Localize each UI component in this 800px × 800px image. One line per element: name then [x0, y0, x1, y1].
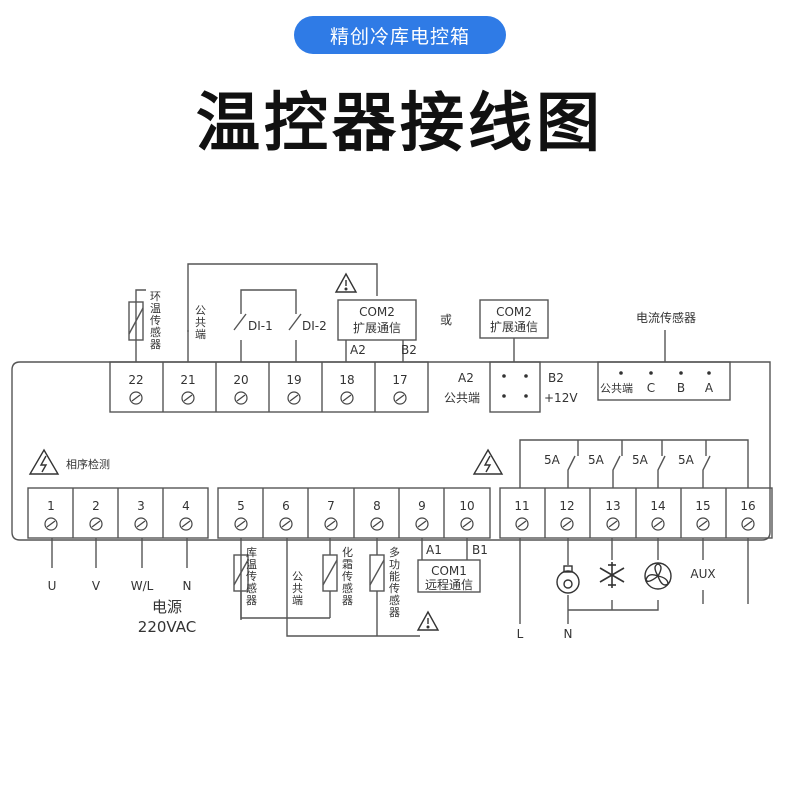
screw-terminal-icon — [651, 517, 665, 531]
com2-label-top: COM2 — [359, 305, 395, 319]
defrost-sensor-label: 化霜传感器 — [342, 545, 353, 607]
rs485-12v-label: +12V — [544, 391, 578, 405]
terminal-21: 21 — [180, 373, 195, 387]
power-v-label: V — [92, 579, 101, 593]
screw-terminal-icon — [179, 517, 193, 531]
screw-terminal-icon — [741, 517, 755, 531]
terminal-7: 7 — [327, 499, 335, 513]
current-sensor-port — [597, 361, 731, 401]
screw-terminal-icon — [560, 517, 574, 531]
terminal-13: 13 — [605, 499, 620, 513]
com1-box — [417, 559, 481, 593]
n-label: N — [564, 627, 573, 641]
room-sensor-label: 库温传感器 — [246, 546, 257, 607]
l-label: L — [517, 627, 524, 641]
screw-terminal-icon — [44, 517, 58, 531]
screw-terminal-icon — [129, 391, 143, 405]
screw-terminal-icon — [340, 391, 354, 405]
screw-terminal-icon — [279, 517, 293, 531]
screw-terminal-icon — [515, 517, 529, 531]
b2-label-top: B2 — [401, 343, 417, 357]
current-b-label: B — [677, 381, 685, 395]
or-label: 或 — [440, 313, 452, 327]
rs485-b2-label: B2 — [548, 371, 564, 385]
brand-badge: 精创冷库电控箱 — [294, 16, 506, 54]
terminal-18: 18 — [339, 373, 354, 387]
terminal-19: 19 — [286, 373, 301, 387]
screw-terminal-icon — [393, 391, 407, 405]
compressor-icon — [556, 565, 580, 594]
com1-desc: 远程通信 — [425, 577, 473, 592]
b1-label: B1 — [472, 543, 488, 557]
rs485-common-label: 公共端 — [444, 391, 480, 405]
terminal-14: 14 — [650, 499, 665, 513]
di1-label: DI-1 — [248, 319, 273, 333]
bottom-common-label: 公共端 — [292, 570, 303, 607]
terminal-5: 5 — [237, 499, 245, 513]
power-wl-label: W/L — [131, 579, 154, 593]
screw-terminal-icon — [324, 517, 338, 531]
com2-label-right: COM2 — [496, 305, 532, 319]
lightning-warning-icon — [28, 448, 504, 475]
com2-desc-right: 扩展通信 — [490, 320, 538, 334]
di2-label: DI-2 — [302, 319, 327, 333]
screw-terminal-icon — [415, 517, 429, 531]
terminal-16: 16 — [740, 499, 755, 513]
current-c-label: C — [647, 381, 655, 395]
terminal-20: 20 — [233, 373, 248, 387]
terminal-3: 3 — [137, 499, 145, 513]
phase-detect-label: 相序检测 — [66, 457, 110, 471]
screw-terminal-icon — [234, 517, 248, 531]
terminal-12: 12 — [559, 499, 574, 513]
terminal-1: 1 — [47, 499, 55, 513]
terminal-17: 17 — [392, 373, 407, 387]
terminal-15: 15 — [695, 499, 710, 513]
current-common-label: 公共端 — [600, 382, 633, 395]
terminal-2: 2 — [92, 499, 100, 513]
screw-terminal-icon — [370, 517, 384, 531]
screw-terminal-icon — [460, 517, 474, 531]
a2-label-top: A2 — [350, 343, 366, 357]
screw-terminal-icon — [89, 517, 103, 531]
current-sensor-title: 电流传感器 — [636, 310, 696, 325]
terminal-9: 9 — [418, 499, 426, 513]
warning-icon — [334, 272, 440, 631]
com1-label: COM1 — [431, 564, 467, 578]
a1-label: A1 — [426, 543, 442, 557]
power-u-label: U — [48, 579, 57, 593]
power-n-label: N — [183, 579, 192, 593]
controller-outline — [11, 361, 771, 541]
com2-box-top — [337, 299, 417, 341]
com2-desc-top: 扩展通信 — [353, 321, 401, 335]
top-common-label: 公共端 — [195, 304, 206, 341]
multi-sensor-label: 多功能传感器 — [389, 545, 400, 619]
relay-14-rating: 5A — [632, 453, 649, 467]
relay-12-rating: 5A — [544, 453, 561, 467]
screw-terminal-icon — [181, 391, 195, 405]
screw-terminal-icon — [134, 517, 148, 531]
power-voltage: 220VAC — [138, 618, 196, 636]
terminal-10: 10 — [459, 499, 474, 513]
terminal-22: 22 — [128, 373, 143, 387]
aux-label: AUX — [690, 567, 715, 581]
screw-terminal-icon — [234, 391, 248, 405]
terminal-11: 11 — [514, 499, 529, 513]
power-title: 电源 — [152, 598, 182, 616]
screw-terminal-icon — [287, 391, 301, 405]
rs485-a2-label: A2 — [458, 371, 474, 385]
rs485-port — [489, 361, 541, 413]
screw-terminal-icon — [696, 517, 710, 531]
env-sensor-label: 环温传感器 — [150, 290, 161, 351]
current-a-label: A — [705, 381, 714, 395]
relay-15-rating: 5A — [678, 453, 695, 467]
terminal-6: 6 — [282, 499, 290, 513]
page-title: 温控器接线图 — [196, 87, 604, 161]
terminal-4: 4 — [182, 499, 190, 513]
fan-icon — [644, 562, 672, 590]
relay-13-rating: 5A — [588, 453, 605, 467]
snowflake-icon — [599, 562, 625, 588]
terminal-8: 8 — [373, 499, 381, 513]
screw-terminal-icon — [606, 517, 620, 531]
